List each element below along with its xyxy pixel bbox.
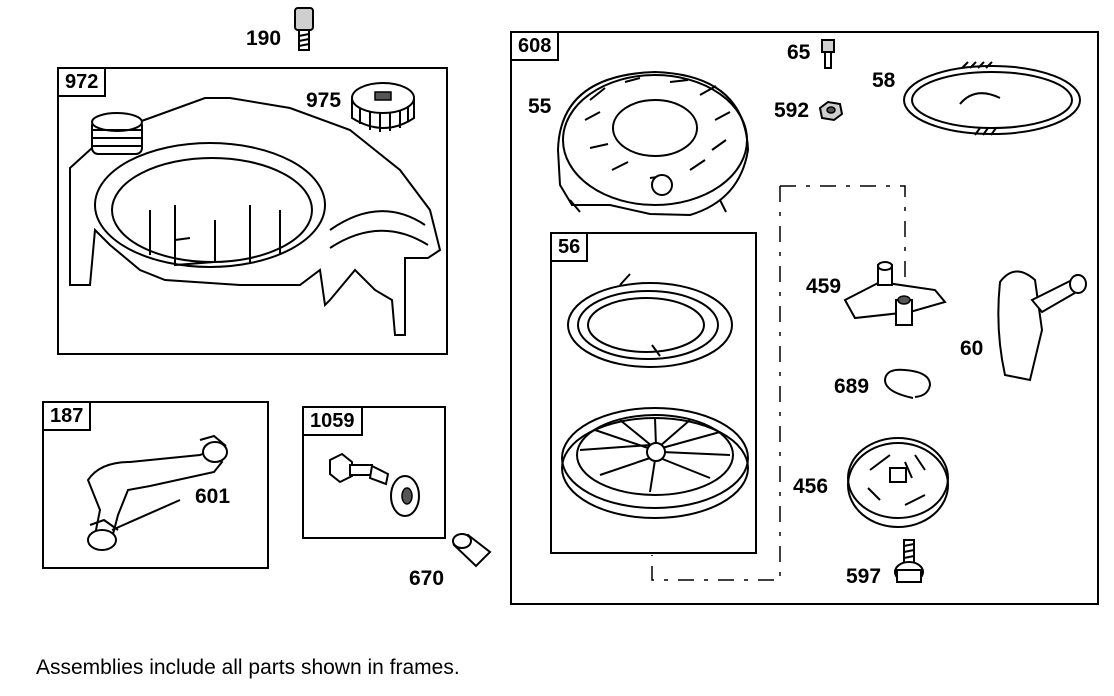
- rewind-cover-55-drawing: [556, 70, 750, 217]
- part-label-456: 456: [793, 475, 829, 498]
- assemblies-note: Assemblies include all parts shown in fr…: [36, 656, 460, 679]
- handle-60-drawing: [997, 270, 1087, 382]
- part-label-670: 670: [409, 567, 445, 590]
- retaining-ring-689-drawing: [883, 368, 932, 399]
- part-label-592: 592: [774, 99, 810, 122]
- part-label-597: 597: [846, 565, 882, 588]
- part-label-190: 190: [246, 27, 282, 50]
- starter-cup-456-drawing: [847, 437, 949, 528]
- frame-608: 608: [510, 31, 1099, 605]
- recoil-spring-56-drawing: [567, 273, 733, 368]
- frame-1059: 1059: [302, 406, 446, 539]
- blower-housing-drawing: [69, 97, 442, 336]
- part-label-58: 58: [872, 69, 896, 92]
- frame-187: 187: [42, 401, 269, 569]
- frame-972: 972: [57, 67, 448, 355]
- bolt-65-drawing: [821, 39, 835, 69]
- frame-56: 56: [550, 232, 757, 554]
- bolt-190-drawing: [294, 7, 314, 51]
- fill-cap-975-drawing: [351, 82, 415, 132]
- frame-608-tag: 608: [510, 31, 560, 61]
- part-label-60: 60: [960, 337, 984, 360]
- bolt-1059-drawing: [329, 452, 420, 517]
- frame-187-tag: 187: [42, 401, 92, 431]
- frame-56-tag: 56: [550, 232, 589, 262]
- part-label-65: 65: [787, 41, 811, 64]
- part-label-601: 601: [195, 485, 231, 508]
- rope-58-drawing: [903, 61, 1081, 136]
- spacer-670-drawing: [452, 533, 492, 568]
- frame-1059-tag: 1059: [302, 406, 363, 436]
- callout-line-2: [651, 186, 781, 581]
- callout-line-1: [780, 185, 906, 285]
- part-label-55: 55: [528, 95, 552, 118]
- frame-972-tag: 972: [57, 67, 107, 97]
- part-label-459: 459: [806, 275, 842, 298]
- screw-597-drawing: [894, 539, 924, 583]
- tube-601-drawing: [86, 434, 228, 551]
- pulley-56-drawing: [561, 407, 749, 519]
- pawl-459-drawing: [843, 261, 947, 326]
- part-label-975: 975: [306, 89, 342, 112]
- part-label-689: 689: [834, 375, 870, 398]
- nut-592-drawing: [818, 100, 844, 122]
